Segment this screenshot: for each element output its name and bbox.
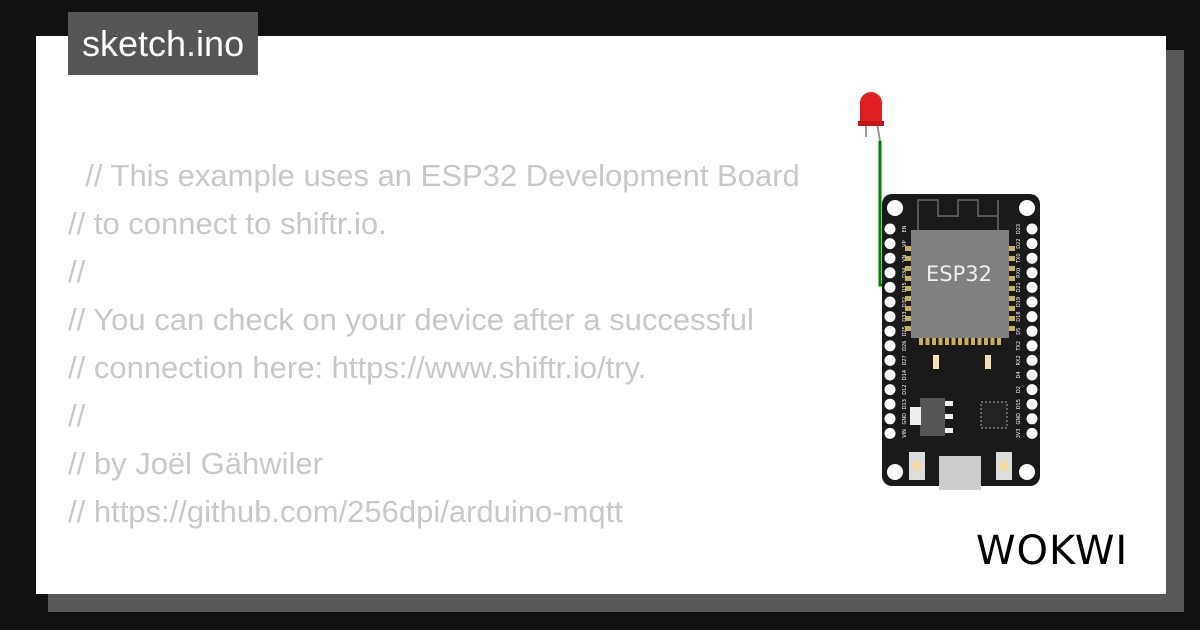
pin-label: D22 bbox=[1016, 238, 1022, 248]
pin-label: D23 bbox=[1016, 224, 1022, 234]
pin-label: D34 bbox=[902, 268, 908, 278]
pin-label: D15 bbox=[1016, 399, 1022, 409]
pin-label: EN bbox=[902, 225, 908, 232]
pin-label: TX2 bbox=[1016, 341, 1022, 352]
code-line: // bbox=[68, 254, 86, 289]
pin-tx0[interactable] bbox=[1026, 252, 1038, 264]
pin-d15[interactable] bbox=[1026, 398, 1038, 410]
pin-label: D18 bbox=[1016, 311, 1022, 321]
pin-d25[interactable] bbox=[884, 325, 896, 337]
pin-tx2[interactable] bbox=[1026, 340, 1038, 352]
pin-d22[interactable] bbox=[1026, 238, 1038, 250]
pin-d5[interactable] bbox=[1026, 325, 1038, 337]
pin-d32[interactable] bbox=[884, 296, 896, 308]
pin-label: VIN bbox=[902, 429, 908, 438]
pin-rx2[interactable] bbox=[1026, 354, 1038, 366]
pin-gnd[interactable] bbox=[884, 413, 896, 425]
pin-label: D32 bbox=[902, 297, 908, 307]
pin-label: D26 bbox=[902, 341, 908, 351]
pin-d27[interactable] bbox=[884, 354, 896, 366]
pin-d14[interactable] bbox=[884, 369, 896, 381]
code-line: #include <WiFi.h> bbox=[68, 584, 800, 594]
esp32-board[interactable]: ESP32 ENVPVND34D35D32D33D25D26D27D14D12D… bbox=[882, 194, 1040, 490]
led[interactable] bbox=[858, 92, 884, 142]
pin-d13[interactable] bbox=[884, 398, 896, 410]
pin-label: D14 bbox=[902, 370, 908, 380]
pin-d19[interactable] bbox=[1026, 296, 1038, 308]
file-title: sketch.ino bbox=[68, 12, 259, 75]
code-line: // to connect to shiftr.io. bbox=[68, 206, 387, 241]
pin-label: VP bbox=[902, 240, 908, 246]
pin-label: RX0 bbox=[1016, 268, 1022, 278]
code-line: // bbox=[68, 398, 86, 433]
code-text: // This example uses an ESP32 Developmen… bbox=[68, 152, 800, 594]
pin-d18[interactable] bbox=[1026, 311, 1038, 323]
pin-d4[interactable] bbox=[1026, 369, 1038, 381]
pin-d33[interactable] bbox=[884, 311, 896, 323]
pin-vp[interactable] bbox=[884, 238, 896, 250]
pin-label: D4 bbox=[1016, 371, 1022, 378]
pin-rx0[interactable] bbox=[1026, 267, 1038, 279]
code-line: // by Joël Gähwiler bbox=[68, 446, 323, 481]
pin-en[interactable] bbox=[884, 223, 896, 235]
pin-label: TX0 bbox=[1016, 253, 1022, 264]
pin-label: D2 bbox=[1016, 386, 1022, 393]
code-line: // This example uses an ESP32 Developmen… bbox=[68, 158, 800, 193]
pin-label: GND bbox=[1016, 413, 1022, 425]
pin-label: 3V3 bbox=[1016, 429, 1022, 439]
pin-label: D13 bbox=[902, 399, 908, 409]
pin-label: D25 bbox=[902, 326, 908, 336]
wokwi-logo: WOKWI bbox=[976, 528, 1129, 574]
code-line: // connection here: https://www.shiftr.i… bbox=[68, 350, 647, 385]
chip-label: ESP32 bbox=[926, 262, 992, 286]
pin-label: D19 bbox=[1016, 297, 1022, 307]
pin-d34[interactable] bbox=[884, 267, 896, 279]
pin-vn[interactable] bbox=[884, 252, 896, 264]
pin-label: D27 bbox=[902, 355, 908, 365]
pin-3v3[interactable] bbox=[1026, 427, 1038, 439]
pin-label: GND bbox=[902, 413, 908, 425]
pin-d2[interactable] bbox=[1026, 384, 1038, 396]
pin-d26[interactable] bbox=[884, 340, 896, 352]
pin-d23[interactable] bbox=[1026, 223, 1038, 235]
pin-gnd[interactable] bbox=[1026, 413, 1038, 425]
pin-vin[interactable] bbox=[884, 427, 896, 439]
pin-d35[interactable] bbox=[884, 281, 896, 293]
pin-label: D5 bbox=[1016, 328, 1022, 335]
pin-label: RX2 bbox=[1016, 355, 1022, 365]
pin-label: D12 bbox=[902, 384, 908, 394]
code-line: // https://github.com/256dpi/arduino-mqt… bbox=[68, 494, 623, 529]
code-line: // You can check on your device after a … bbox=[68, 302, 754, 337]
pin-d21[interactable] bbox=[1026, 281, 1038, 293]
pin-d12[interactable] bbox=[884, 384, 896, 396]
pin-label: D21 bbox=[1016, 282, 1022, 292]
